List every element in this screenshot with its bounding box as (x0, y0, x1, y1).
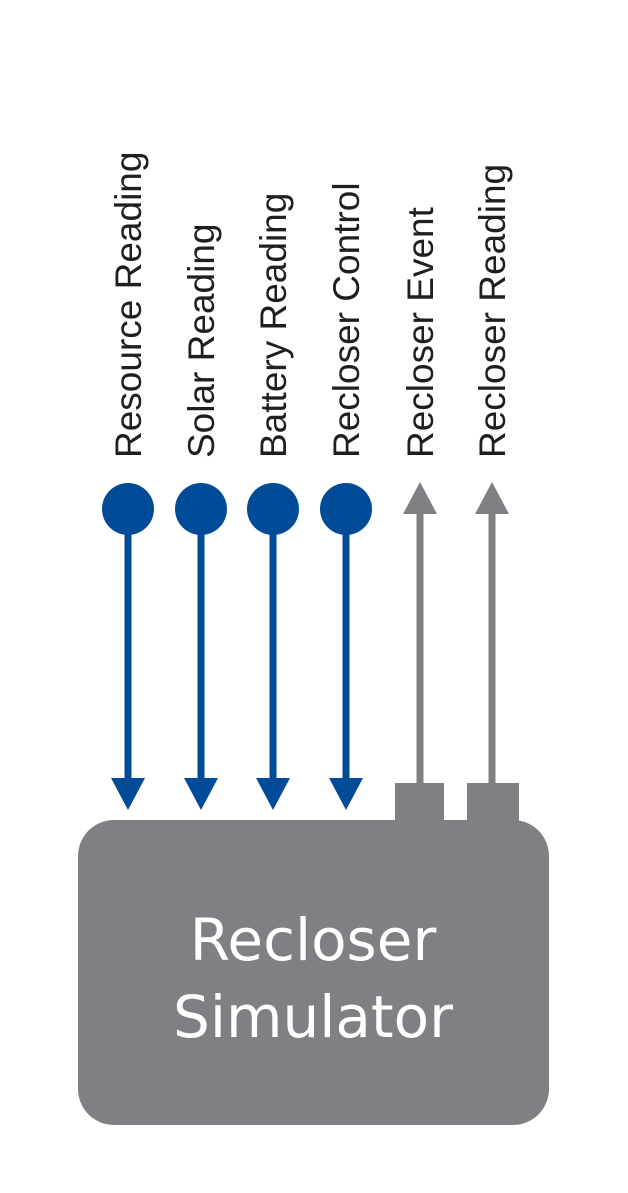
solar-reading-source-dot (175, 483, 227, 535)
battery-reading-source-dot (247, 483, 299, 535)
recloser-event-arrowhead (403, 482, 437, 514)
recloser-event-port (395, 783, 444, 827)
recloser-control-source-dot (320, 483, 372, 535)
recloser-event-label: Recloser Event (400, 206, 441, 458)
battery-reading-arrowhead (256, 778, 290, 810)
resource-reading-label: Resource Reading (108, 152, 149, 458)
recloser-control-label: Recloser Control (326, 182, 367, 458)
solar-reading-label: Solar Reading (181, 224, 222, 458)
battery-reading-label: Battery Reading (253, 193, 294, 458)
resource-reading-arrowhead (111, 778, 145, 810)
signals-layer: Resource Reading Solar Reading Battery Rea… (102, 152, 513, 810)
simulator-box (78, 820, 549, 1125)
recloser-reading-arrowhead (475, 482, 509, 514)
box-title-line2: Simulator (173, 983, 453, 1051)
recloser-reading-port (467, 783, 519, 827)
recloser-reading-label: Recloser Reading (472, 164, 513, 458)
recloser-control-arrowhead (329, 778, 363, 810)
box-title-line1: Recloser (190, 906, 437, 974)
solar-reading-arrowhead (184, 778, 218, 810)
resource-reading-source-dot (102, 483, 154, 535)
